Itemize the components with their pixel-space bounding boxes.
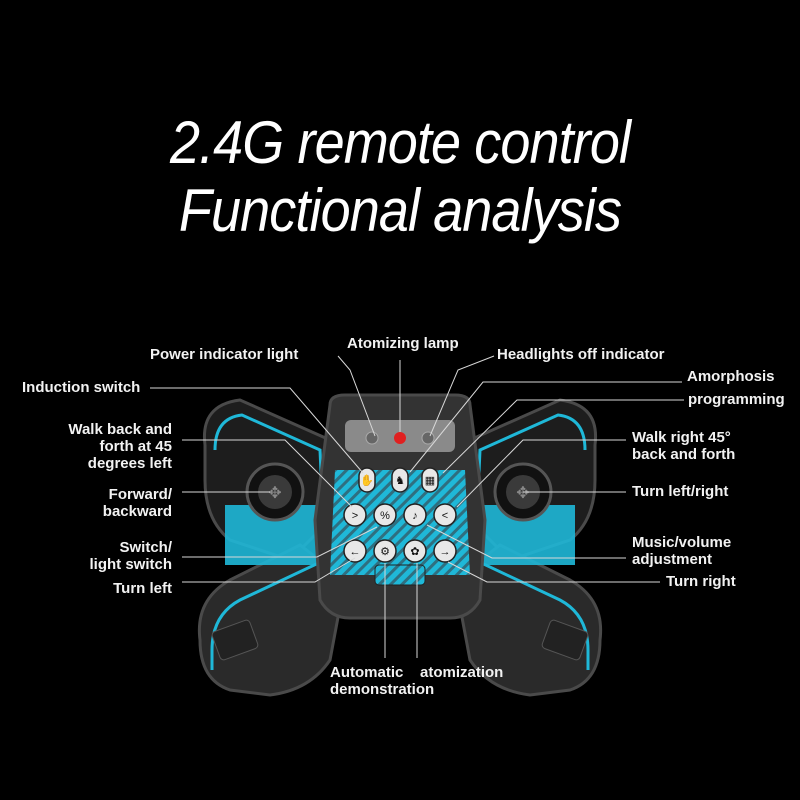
svg-text:%: % [380,510,390,522]
label-walk-right: Walk right 45° back and forth [632,429,735,463]
turn-right-button[interactable]: → [433,539,457,563]
svg-text:▦: ▦ [425,475,435,487]
label-line: backward [102,503,172,520]
headlights-off-indicator [421,431,435,445]
label-atomizing-lamp: Atomizing lamp [347,335,459,352]
label-automatic-demo: Automatic demonstration [330,664,434,698]
music-volume-button[interactable]: ♪ [403,503,427,527]
label-music-volume: Music/volume adjustment [632,534,731,568]
svg-text:→: → [440,546,451,558]
svg-text:>: > [352,510,358,522]
programming-button[interactable]: ▦ [421,467,439,493]
amorphosis-button[interactable]: ♞ [391,467,409,493]
label-line: Forward/ [108,486,172,503]
label-programming: programming [688,391,785,408]
power-indicator-light [365,431,379,445]
svg-text:←: ← [350,546,361,558]
svg-text:<: < [442,510,448,522]
label-line: adjustment [632,551,713,568]
label-line: light switch [89,556,173,573]
svg-text:✥: ✥ [516,485,529,502]
svg-text:✥: ✥ [268,485,281,502]
title-line-1: 2.4G remote control [169,109,631,176]
label-atomization: atomization [420,664,504,681]
left-joystick[interactable]: ✥ [245,462,305,522]
atomizing-lamp [394,432,406,444]
label-line: back and forth [632,446,736,463]
label-forward-backward: Forward/ backward [103,486,172,520]
label-amorphosis: Amorphosis [687,368,775,385]
label-line: forth at 45 [99,438,172,455]
title-line-2: Functional analysis [178,177,622,244]
label-turn-left: Turn left [113,580,172,597]
label-line: demonstration [330,681,435,698]
label-walk-back-left: Walk back and forth at 45 degrees left [68,421,172,472]
label-line: Walk right 45° [632,429,731,446]
label-line: Switch/ [119,539,172,556]
label-power-indicator: Power indicator light [150,346,299,363]
walk-right-45-button[interactable]: < [433,503,457,527]
label-line: Automatic [330,664,404,681]
automatic-demo-button[interactable]: ⚙ [373,539,397,563]
switch-light-button[interactable]: % [373,503,397,527]
label-switch-light: Switch/ light switch [90,539,173,573]
svg-text:✋: ✋ [360,474,374,487]
label-turn-right: Turn right [666,573,736,590]
walk-left-45-button[interactable]: > [343,503,367,527]
turn-left-button[interactable]: ← [343,539,367,563]
label-line: Walk back and [68,421,172,438]
svg-text:♪: ♪ [412,510,418,522]
label-turn-left-right: Turn left/right [632,483,729,500]
svg-text:✿: ✿ [410,546,419,558]
svg-text:⚙: ⚙ [380,546,390,558]
atomization-button[interactable]: ✿ [403,539,427,563]
label-line: degrees left [87,455,172,472]
label-headlights-off: Headlights off indicator [497,346,665,363]
label-line: Music/volume [632,534,732,551]
label-induction-switch: Induction switch [22,379,141,396]
induction-switch-button[interactable]: ✋ [358,467,376,493]
svg-text:♞: ♞ [395,475,405,487]
leader-lines [150,355,684,658]
